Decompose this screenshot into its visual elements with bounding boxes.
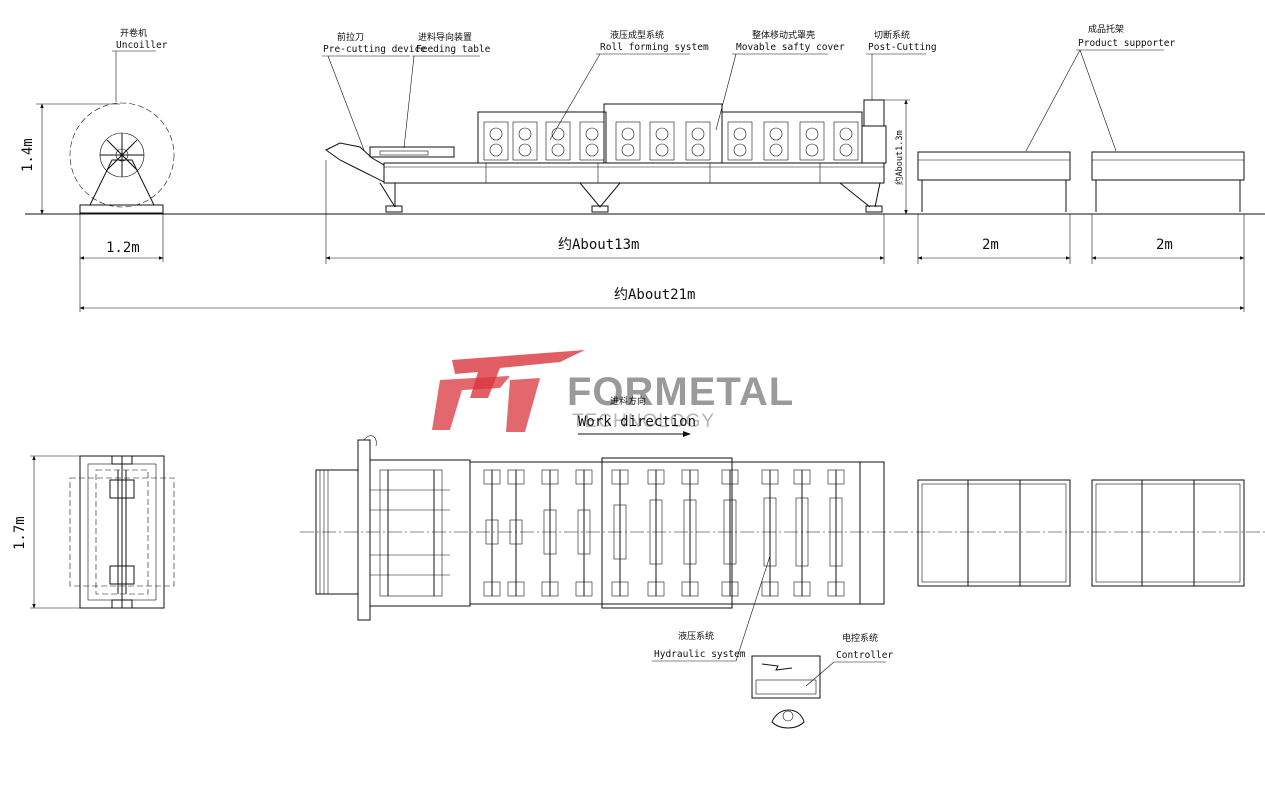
lightning-icon — [761, 663, 793, 671]
dim-table-1: 2m — [982, 237, 999, 253]
label-hydraulic-cn: 液压系统 — [678, 630, 714, 642]
dim-table-2: 2m — [1156, 237, 1173, 253]
dim-machine-height: 约About1.3m — [894, 130, 905, 185]
operator-icon — [771, 709, 805, 729]
label-uncoiller-en: Uncoiller — [116, 40, 168, 51]
supporters-plan — [917, 479, 1245, 587]
label-postcut-cn: 切断系统 — [874, 29, 910, 41]
label-feeding-cn: 进料导向装置 — [418, 31, 472, 43]
controller-cabinet — [751, 655, 821, 729]
supporters-side: 2m 2m — [917, 151, 1245, 312]
side-callouts: 开卷机 Uncoiller 前拉刀 Pre-cutting device 进料导… — [112, 23, 1176, 152]
label-hydraulic-en: Hydraulic system — [654, 649, 746, 660]
label-supporter-en: Product supporter — [1078, 38, 1176, 49]
rollformer-plan — [469, 457, 885, 609]
dim-machine-length: 约About13m — [558, 237, 639, 253]
label-postcut-en: Post-Cutting — [868, 42, 937, 53]
roll-stands-side — [483, 121, 859, 161]
plan-view: 1.7m — [12, 395, 1265, 729]
rollformer-side: 约About1.3m 约About13m — [325, 99, 910, 264]
side-view: 1.4m 1.2m — [20, 23, 1265, 312]
label-controller-en: Controller — [836, 650, 893, 661]
company-logo: FORMETAL TECHNOLOGY — [432, 350, 794, 432]
roll-shafts-plan — [483, 469, 845, 597]
uncoiller-side: 1.4m 1.2m — [20, 102, 175, 312]
work-direction-en: Work direction — [578, 414, 696, 430]
label-precut-cn: 前拉刀 — [337, 31, 364, 43]
label-uncoiller-cn: 开卷机 — [120, 27, 147, 39]
label-precut-en: Pre-cutting device — [323, 44, 426, 55]
label-rollform-cn: 液压成型系统 — [610, 29, 664, 41]
label-controller-cn: 电控系统 — [842, 632, 878, 644]
label-cover-cn: 整体移动式罩壳 — [752, 29, 815, 41]
work-direction-cn: 进料方向 — [610, 395, 646, 407]
label-cover-en: Movable safty cover — [736, 42, 845, 53]
dim-total-length: 约About21m — [614, 287, 695, 303]
dim-height-uncoiller: 1.4m — [20, 138, 36, 172]
logo-brand-text: FORMETAL — [567, 370, 794, 414]
label-feeding-en: Feeding table — [416, 44, 491, 55]
dim-width-uncoiller: 1.2m — [106, 240, 140, 256]
logo-sub-text: TECHNOLOGY — [572, 411, 715, 432]
label-supporter-cn: 成品托架 — [1088, 23, 1124, 35]
dim-plan-width: 1.7m — [12, 516, 28, 550]
uncoiller-plan: 1.7m — [12, 455, 175, 609]
label-rollform-en: Roll forming system — [600, 42, 709, 53]
entry-plan — [315, 435, 471, 621]
